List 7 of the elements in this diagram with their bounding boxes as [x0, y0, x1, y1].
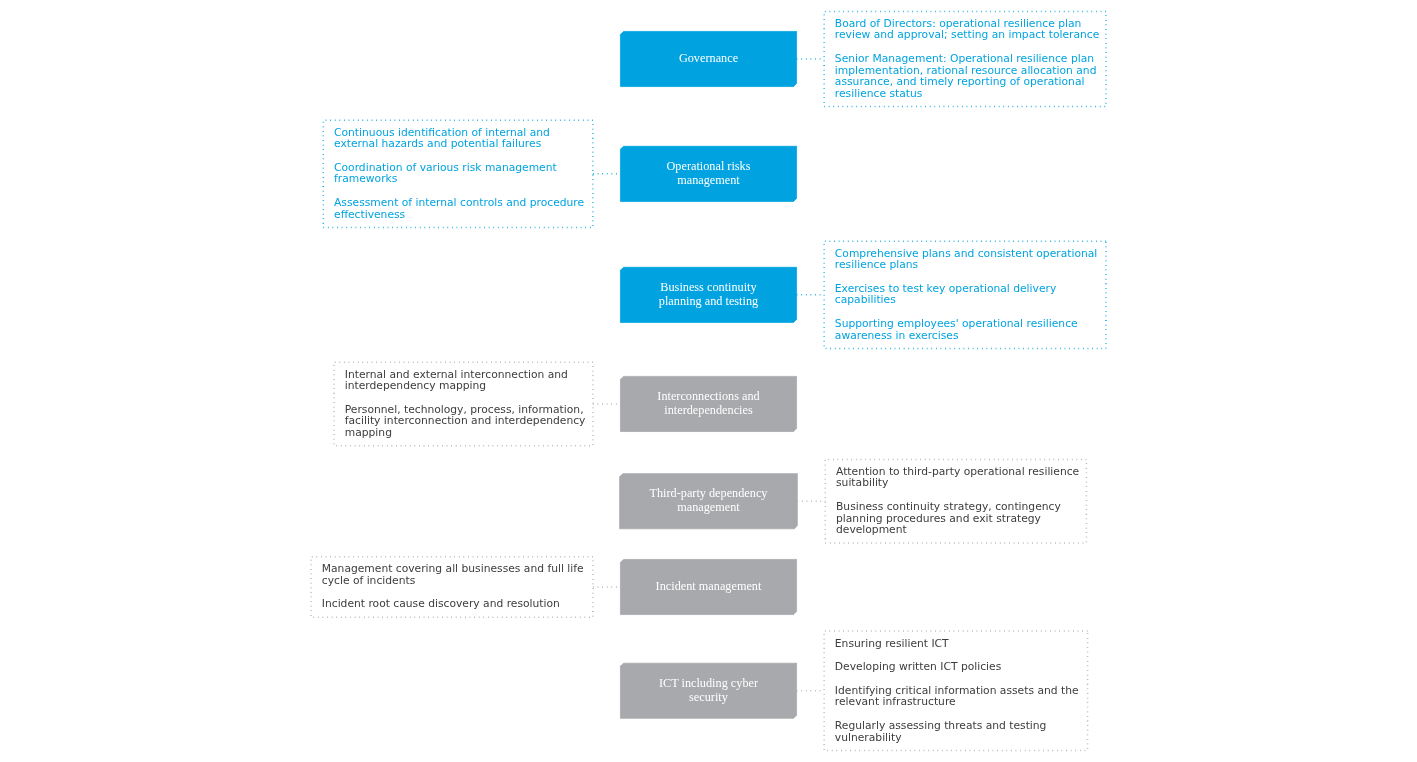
node-box: Board of Directors: operational resilience plan review and approval; setting an impact tolerance Senior Management: Operational resilience plan implementation, rational resource allocation and assurance, and timely reporting of operational resilience status [823, 10, 1107, 108]
node-box: Comprehensive plans and consistent operational resilience plans Exercises to test key operational delivery capabilities Supporting employees' operational resilience awareness in exercises [823, 240, 1107, 350]
node-box: Ensuring resilient ICT Developing written ICT policies Identifying critical information assets and the relevant infrastructure Regularly assessing threats and testing vulnerability [823, 630, 1089, 752]
node-box: Continuous identification of internal and external hazards and potential failures Coordination of various risk management frameworks Assessment of internal controls and procedure effectiveness [322, 119, 594, 229]
node-box: Management covering all businesses and full life cycle of incidents Incident root cause discovery and resolution [310, 556, 594, 618]
node-box: Internal and external interconnection and interdependency mapping Personnel, technology, process, information, facility interconnection and interdependency mapping [333, 361, 594, 447]
node-box: Attention to third-party operational resilience suitability Business continuity strategy, contingency planning procedures and exit strategy development [824, 458, 1088, 544]
